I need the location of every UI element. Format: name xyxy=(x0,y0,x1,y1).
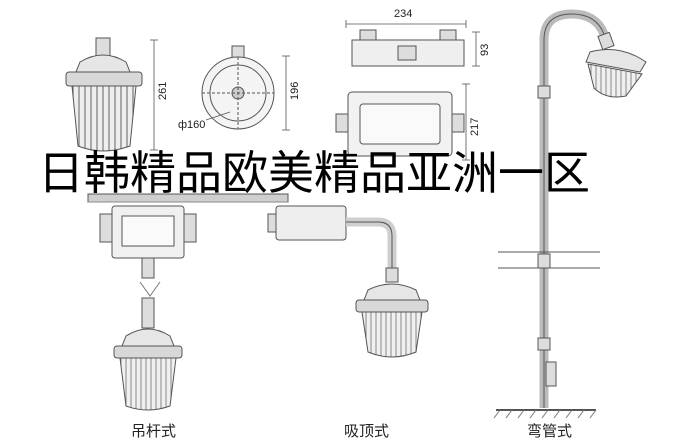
caption-bent-pipe: 弯管式 xyxy=(527,422,573,440)
pendant-assembly xyxy=(99,205,197,411)
dimension-217 xyxy=(462,83,470,161)
bent-pipe-assembly xyxy=(493,9,647,419)
dimension-label-196: 196 xyxy=(289,82,301,100)
dimension-diameter xyxy=(205,111,231,121)
dimension-196 xyxy=(282,55,290,131)
dimension-93 xyxy=(472,31,480,67)
ceiling-plate xyxy=(87,193,289,203)
dimension-label-234: 234 xyxy=(394,8,412,20)
lamp-side-view-top-left xyxy=(65,37,143,152)
dimension-label-217: 217 xyxy=(469,118,481,136)
junction-box-front xyxy=(335,91,465,157)
dimension-234 xyxy=(345,20,467,28)
ceiling-assembly xyxy=(267,205,429,358)
caption-pendant: 吊杆式 xyxy=(131,422,177,440)
overlay-banner-text: 日韩精品欧美精品亚洲一区 xyxy=(38,146,590,200)
dimension-261 xyxy=(150,39,158,151)
lamp-top-view xyxy=(201,45,275,130)
junction-box-side xyxy=(351,29,465,67)
caption-ceiling: 吸顶式 xyxy=(344,422,390,440)
dimension-label-diameter: ф160 xyxy=(178,119,205,131)
dimension-label-93: 93 xyxy=(479,44,491,56)
dimension-label-261: 261 xyxy=(157,82,169,100)
